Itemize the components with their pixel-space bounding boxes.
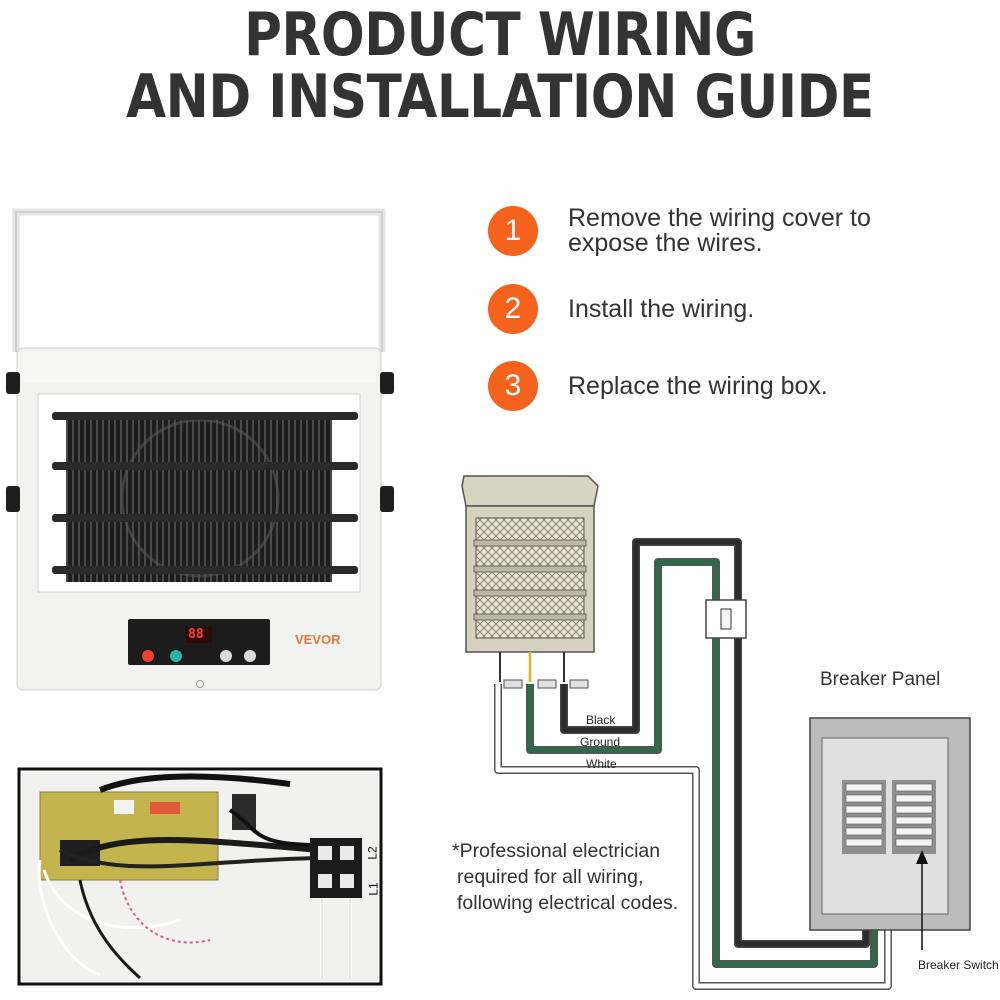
wires — [494, 538, 892, 990]
brand-logo: VEVOR — [295, 632, 341, 647]
wire-label-white: White — [586, 757, 617, 771]
wire-label-black: Black — [586, 713, 616, 727]
breaker-switch-label: Breaker Switch — [918, 958, 999, 972]
page-title: PRODUCT WIRING AND INSTALLATION GUIDE — [70, 4, 930, 128]
step-text: Remove the wiring cover to expose the wi… — [568, 204, 871, 257]
heater-display: 88 — [188, 627, 204, 642]
electrician-note: *Professional electrician required for a… — [452, 838, 678, 916]
step-2: 2 Install the wiring. — [488, 284, 928, 334]
breaker-panel — [809, 717, 971, 950]
step-text: Install the wiring. — [568, 294, 755, 323]
step-text: Replace the wiring box. — [568, 371, 828, 400]
note-line-1: *Professional electrician — [452, 840, 661, 862]
step-number-badge: 1 — [488, 206, 538, 256]
step-number-badge: 3 — [488, 361, 538, 411]
title-line-1: PRODUCT WIRING — [244, 0, 756, 70]
terminal-l2-label: L2 — [365, 846, 380, 860]
heater-diagram — [461, 475, 599, 689]
wire-label-ground: Ground — [580, 735, 621, 749]
note-line-3: following electrical codes. — [457, 892, 679, 914]
title-line-2: AND INSTALLATION GUIDE — [126, 62, 874, 132]
note-line-2: required for all wiring, — [457, 866, 644, 888]
step-1: 1 Remove the wiring cover to expose the … — [488, 206, 928, 256]
circuit-board-photo — [17, 767, 383, 986]
terminal-l1-label: L1 — [366, 882, 381, 896]
step-number-badge: 2 — [488, 284, 538, 334]
step-3: 3 Replace the wiring box. — [488, 361, 928, 411]
wall-switch — [705, 599, 747, 639]
heater-product-image — [6, 208, 394, 691]
breaker-panel-label: Breaker Panel — [820, 669, 941, 690]
